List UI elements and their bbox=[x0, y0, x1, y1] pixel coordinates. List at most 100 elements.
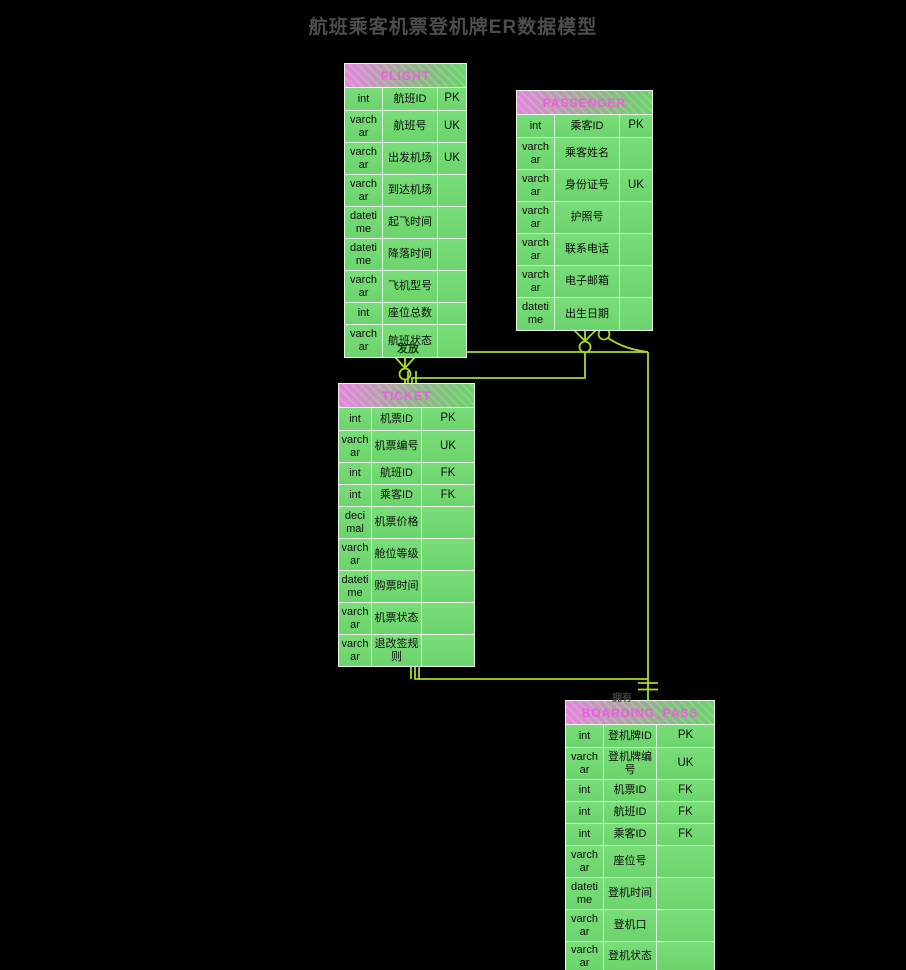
attr-name-cell: 出发机场 bbox=[383, 143, 438, 174]
attr-name-cell: 航班ID bbox=[604, 802, 657, 823]
attr-key-cell: PK bbox=[440, 412, 456, 425]
attr-type-cell: int bbox=[339, 463, 372, 484]
attr-type-cell: varchar bbox=[566, 846, 604, 877]
one-tick-marker bbox=[638, 682, 658, 691]
attr-key-cell bbox=[422, 507, 474, 538]
attr-key-cell bbox=[620, 234, 652, 265]
attr-key-cell bbox=[422, 571, 474, 602]
attr-name-cell: 机票价格 bbox=[372, 507, 422, 538]
entity-title-boarding-pass: BOARDING_PASS bbox=[566, 701, 714, 725]
attr-key-cell: FK bbox=[440, 488, 456, 501]
attr-key-cell: UK bbox=[440, 439, 456, 452]
attr-name-cell: 身份证号 bbox=[555, 170, 620, 201]
entity-title-flight: FLIGHT bbox=[345, 64, 466, 88]
crow-foot-zero-many-marker bbox=[573, 329, 597, 354]
attr-type-cell: varchar bbox=[339, 431, 372, 462]
attr-name-cell: 起飞时间 bbox=[383, 207, 438, 238]
attr-key-cell bbox=[657, 878, 714, 909]
attr-key-cell bbox=[438, 239, 466, 270]
relationship-label-issue: 发放 bbox=[397, 343, 419, 355]
attr-type-cell: varchar bbox=[566, 748, 604, 779]
attr-type-cell: varchar bbox=[566, 942, 604, 970]
attr-type-cell: int bbox=[517, 115, 555, 137]
attr-type-cell: varchar bbox=[517, 266, 555, 297]
attr-key-cell: FK bbox=[678, 827, 693, 840]
one-tick-marker bbox=[410, 665, 420, 679]
attr-type-cell: int bbox=[566, 824, 604, 845]
attr-key-cell: PK bbox=[677, 729, 694, 742]
attr-key-cell: UK bbox=[444, 119, 460, 132]
attr-type-cell: varchar bbox=[517, 234, 555, 265]
attr-type-cell: datetime bbox=[345, 207, 383, 238]
relationship-label-own: 拥有 bbox=[612, 693, 632, 704]
attr-type-cell: int bbox=[345, 303, 383, 324]
attr-name-cell: 电子邮箱 bbox=[555, 266, 620, 297]
attr-name-cell: 降落时间 bbox=[383, 239, 438, 270]
attr-type-cell: int bbox=[566, 802, 604, 823]
attr-name-cell: 登机状态 bbox=[604, 942, 657, 970]
attr-name-cell: 登机时间 bbox=[604, 878, 657, 909]
attr-type-cell: int bbox=[566, 780, 604, 801]
attr-type-cell: datetime bbox=[517, 298, 555, 330]
attr-name-cell: 登机牌ID bbox=[604, 725, 657, 747]
attr-type-cell: varchar bbox=[345, 271, 383, 302]
attr-key-cell bbox=[422, 635, 474, 666]
attr-type-cell: varchar bbox=[566, 910, 604, 941]
attr-key-cell bbox=[620, 266, 652, 297]
attr-key-cell bbox=[438, 207, 466, 238]
attr-key-cell bbox=[438, 271, 466, 302]
crow-foot-zero-many-marker bbox=[393, 355, 417, 381]
attr-name-cell: 航班ID bbox=[372, 463, 422, 484]
attr-key-cell bbox=[620, 298, 652, 330]
attr-key-cell: PK bbox=[628, 119, 644, 132]
attr-key-cell bbox=[438, 325, 466, 357]
attr-type-cell: varchar bbox=[345, 111, 383, 142]
attr-type-cell: varchar bbox=[339, 539, 372, 570]
attr-key-cell bbox=[438, 303, 466, 324]
attr-name-cell: 出生日期 bbox=[555, 298, 620, 330]
attr-name-cell: 退改签规则 bbox=[372, 635, 422, 666]
attr-key-cell bbox=[620, 202, 652, 233]
attr-name-cell: 航班状态 bbox=[383, 325, 438, 357]
attr-name-cell: 护照号 bbox=[555, 202, 620, 233]
attr-key-cell bbox=[438, 175, 466, 206]
attr-name-cell: 舱位等级 bbox=[372, 539, 422, 570]
attr-type-cell: decimal bbox=[339, 507, 372, 538]
attr-name-cell: 到达机场 bbox=[383, 175, 438, 206]
attr-type-cell: varchar bbox=[517, 138, 555, 169]
attr-name-cell: 航班ID bbox=[383, 88, 438, 110]
attr-type-cell: int bbox=[339, 408, 372, 430]
attr-key-cell bbox=[620, 138, 652, 169]
attr-key-cell: FK bbox=[440, 466, 456, 479]
attr-name-cell: 座位号 bbox=[604, 846, 657, 877]
